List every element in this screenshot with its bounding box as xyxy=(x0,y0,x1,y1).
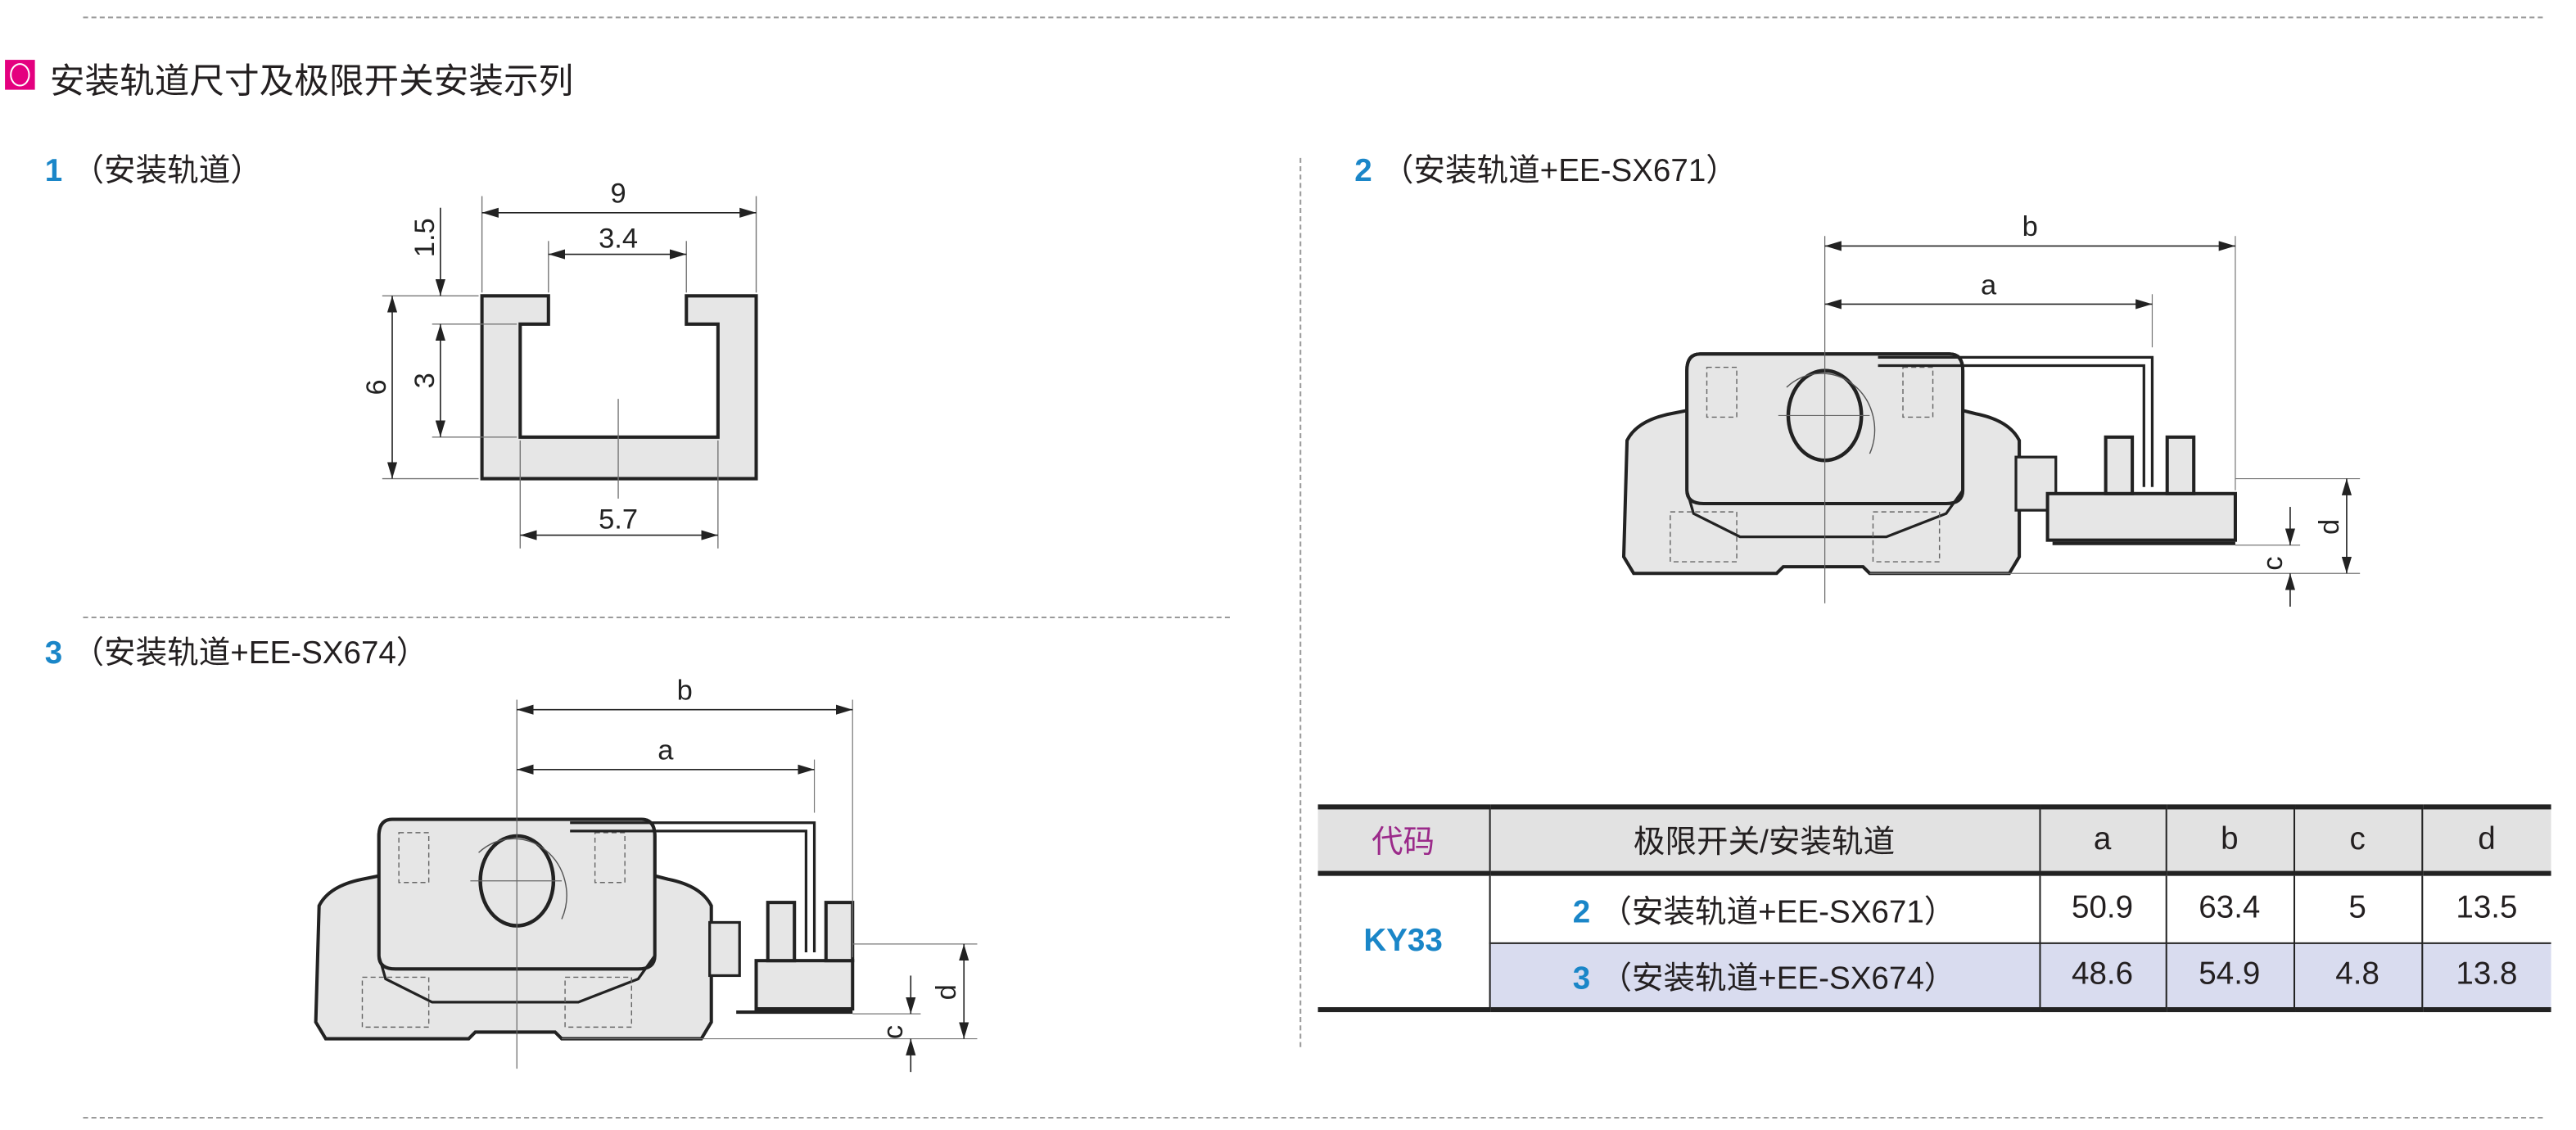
section-number: 2 xyxy=(1354,154,1372,190)
page-title: 安装轨道尺寸及极限开关安装示列 xyxy=(49,63,574,102)
header-code: 代码 xyxy=(1317,804,1490,876)
sensor-base xyxy=(2045,491,2237,542)
cell-d: 13.5 xyxy=(2420,872,2551,944)
dim-c-label: c xyxy=(878,1025,909,1039)
dim-height-label: 6 xyxy=(361,379,392,395)
dim-opening-label: 3.4 xyxy=(599,223,638,254)
divider-top xyxy=(83,16,2543,19)
section-number: 1 xyxy=(44,154,63,190)
sensor-bracket xyxy=(570,821,816,953)
switch-connector xyxy=(708,920,741,978)
cell-a: 50.9 xyxy=(2038,872,2167,944)
sensor-prong xyxy=(824,901,855,963)
dim-c-label: c xyxy=(2257,556,2289,570)
switch-cell: 2（安装轨道+EE-SX671） xyxy=(1488,872,2040,944)
dim-b-label: b xyxy=(677,676,693,707)
row-number: 3 xyxy=(1572,961,1591,997)
section-label: （安装轨道） xyxy=(72,154,262,190)
header-d: d xyxy=(2420,804,2551,876)
code-cell: KY33 xyxy=(1317,872,1490,1013)
dim-a-label: a xyxy=(658,735,674,766)
hidden-tapped-hole xyxy=(398,832,430,884)
row-label: （安装轨道+EE-SX674） xyxy=(1600,961,1956,997)
hole-chamfer-arc xyxy=(478,838,567,920)
header-switch-rail: 极限开关/安装轨道 xyxy=(1488,804,2040,876)
section-2-heading: 2（安装轨道+EE-SX671） xyxy=(1354,147,1738,192)
switch-cell: 3（安装轨道+EE-SX674） xyxy=(1489,942,2040,1013)
section-label: （安装轨道+EE-SX674） xyxy=(72,636,428,671)
sensor-base xyxy=(754,959,855,1011)
block-underside xyxy=(377,955,657,1004)
section-label: （安装轨道+EE-SX671） xyxy=(1381,154,1738,190)
table-row: 3（安装轨道+EE-SX674） 48.6 54.9 4.8 13.8 xyxy=(1317,942,2551,1013)
sensor-prong xyxy=(2104,435,2135,495)
dim-width-label: 9 xyxy=(610,179,626,210)
section-1-heading: 1（安装轨道） xyxy=(45,147,262,192)
divider-bottom xyxy=(83,1116,2543,1119)
header-b: b xyxy=(2164,804,2295,876)
table-row: KY33 2（安装轨道+EE-SX671） 50.9 63.4 5 13.5 xyxy=(1317,872,2551,1013)
rail-profile xyxy=(480,294,758,481)
row-label: （安装轨道+EE-SX671） xyxy=(1600,894,1956,930)
sensor-prong xyxy=(766,901,797,963)
circle-bullet-icon xyxy=(5,60,35,90)
dim-d-label: d xyxy=(931,984,962,1000)
block-underside xyxy=(1685,489,1964,539)
dimension-table: 代码 极限开关/安装轨道 a b c d KY33 2（安装轨道+EE-SX67… xyxy=(1317,804,2551,1013)
cell-b: 63.4 xyxy=(2164,872,2295,944)
sensor-bracket xyxy=(1878,355,2154,487)
row-number: 2 xyxy=(1572,894,1591,930)
section-number: 3 xyxy=(44,636,63,671)
dim-b-label: b xyxy=(2022,211,2038,242)
dim-inner-label: 5.7 xyxy=(599,504,638,535)
header-c: c xyxy=(2292,804,2423,876)
header-a: a xyxy=(2038,804,2167,876)
cell-d: 13.8 xyxy=(2420,942,2551,1013)
hole-chamfer-arc xyxy=(1786,373,1876,454)
cell-c: 4.8 xyxy=(2292,942,2423,1013)
cell-b: 54.9 xyxy=(2164,942,2295,1013)
cell-c: 5 xyxy=(2292,872,2423,944)
cell-a: 48.6 xyxy=(2038,942,2167,1013)
assembly-ee-sx671: ba d c xyxy=(1621,211,2361,607)
dim-a-label: a xyxy=(1981,269,1997,301)
rail-cross-section: 9 3.4 5.7 1.5 6 3 xyxy=(361,179,758,549)
dim-depth-label: 3 xyxy=(409,373,441,388)
divider-vertical xyxy=(1299,157,1302,1047)
dim-d-label: d xyxy=(2314,519,2345,535)
divider-middle xyxy=(83,617,1230,619)
sensor-prong xyxy=(2165,435,2196,495)
section-3-heading: 3 （安装轨道+EE-SX674） xyxy=(45,628,428,673)
dim-lip-label: 1.5 xyxy=(409,218,441,257)
hidden-tapped-hole xyxy=(594,832,626,884)
assembly-ee-sx674: ba d c xyxy=(314,676,978,1073)
